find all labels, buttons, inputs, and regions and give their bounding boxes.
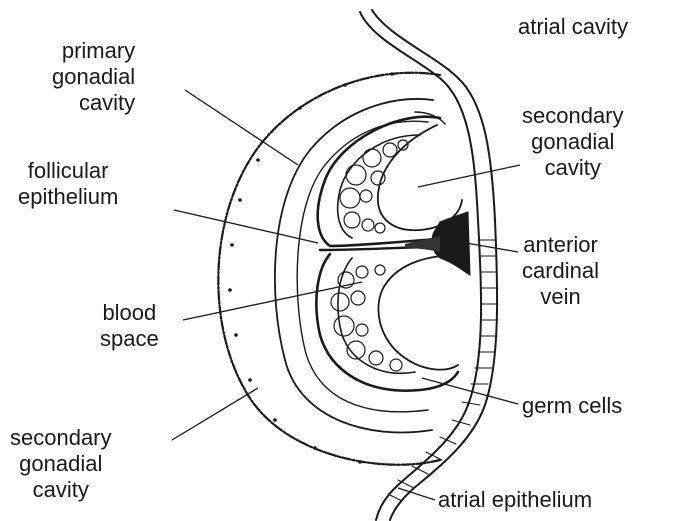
leader-secondary-gonadial-cavity-left [172,388,258,440]
label-atrial-epithelium: atrial epithelium [438,487,592,513]
label-atrial-cavity: atrial cavity [518,14,628,40]
leader-blood-space [183,282,362,320]
leader-secondary-gonadial-cavity-right [418,165,520,187]
vein-extension [405,236,440,252]
upper-inner-cavity [378,125,462,230]
leader-primary-gonadial-cavity [185,90,298,165]
label-secondary-gonadial-cavity-left: secondary gonadial cavity [10,425,112,503]
lower-germ-cells [331,265,402,371]
label-secondary-gonadial-cavity-right: secondary gonadial cavity [522,103,624,181]
label-primary-gonadial-cavity: primary gonadial cavity [52,38,135,116]
label-blood-space: blood space [100,300,159,352]
label-anterior-cardinal-vein: anterior cardinal vein [522,232,599,310]
label-germ-cells: germ cells [522,393,622,419]
atrial-epithelium-inner [372,10,497,520]
inner-cavity-wall [275,99,433,432]
leader-follicular-epithelium [174,210,318,243]
leader-anterior-cardinal-vein [466,243,518,252]
lower-inner-cavity [378,255,460,370]
label-follicular-epithelium: follicular epithelium [18,158,118,210]
